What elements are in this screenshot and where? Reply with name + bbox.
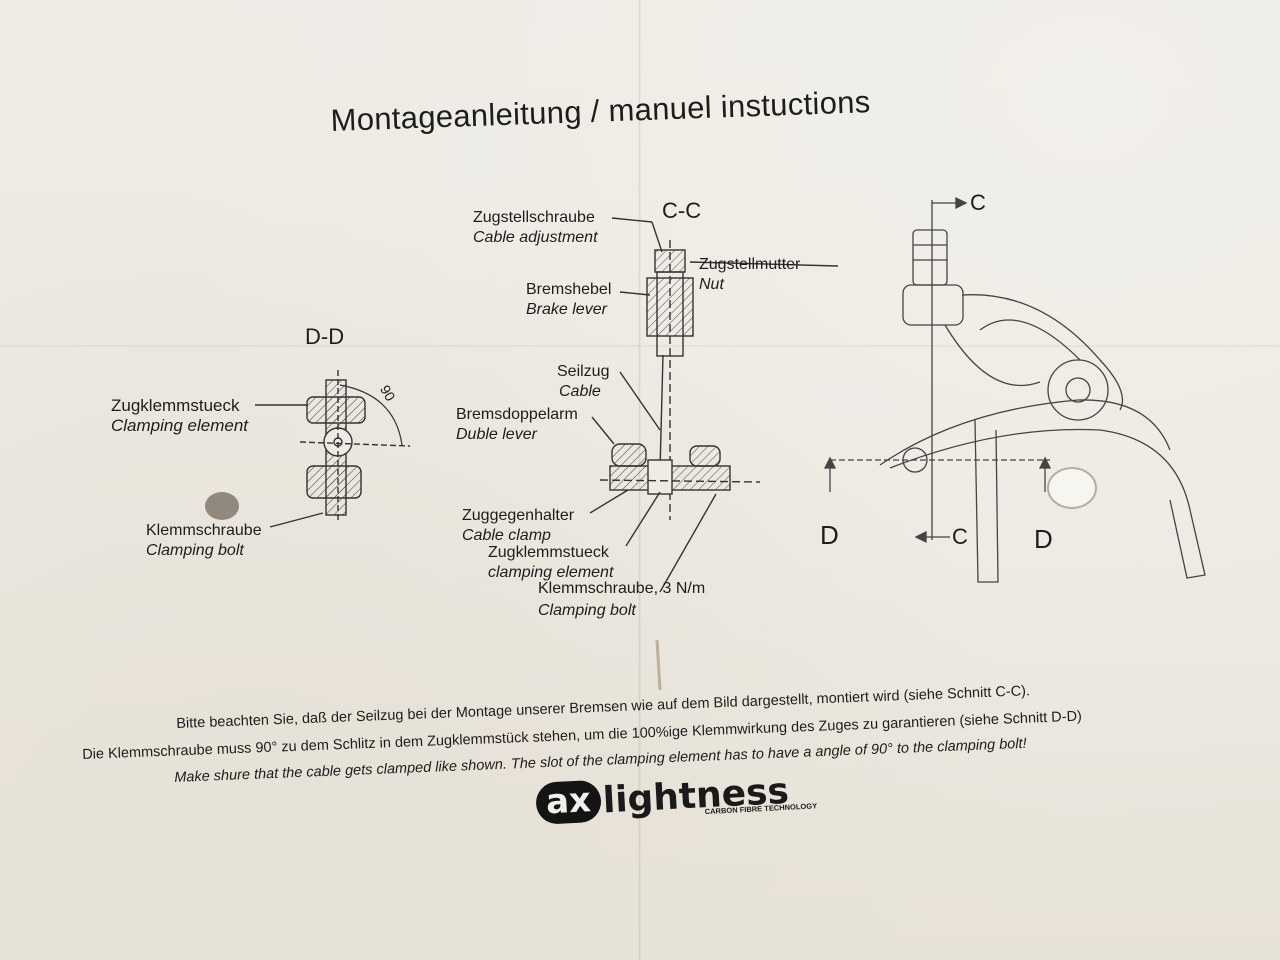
label-en: Nut	[699, 276, 724, 293]
label-klemmschraube-cc: Klemmschraube, 3 N/m Clamping bolt	[538, 579, 705, 621]
label-de: Bremshebel	[526, 281, 612, 298]
label-bremshebel: Bremshebel Brake lever	[526, 280, 611, 320]
section-marker-d-left: D	[820, 520, 839, 550]
label-en: Clamping element	[111, 416, 249, 435]
label-de: Zugklemmstueck	[111, 396, 240, 415]
section-label-cc: C-C	[662, 198, 702, 223]
label-de: Zugklemmstueck	[488, 544, 609, 561]
label-de: Zuggegenhalter	[462, 507, 575, 524]
label-en: Clamping bolt	[146, 542, 244, 559]
section-dd-drawing	[255, 370, 411, 528]
label-seilzug: Seilzug Cable	[557, 362, 609, 402]
section-marker-c-top: C	[970, 190, 986, 215]
paper-hole	[1047, 467, 1097, 509]
label-zugstellschraube: Zugstellschraube Cable adjustment	[473, 208, 598, 248]
label-de: Klemmschraube, 3 N/m	[538, 580, 706, 597]
paper-fold-horizontal	[0, 345, 1280, 347]
label-de: Bremsdoppelarm	[456, 406, 578, 423]
label-en: Cable clamp	[462, 527, 551, 544]
label-de: Zugstellmutter	[699, 256, 801, 273]
label-en: clamping element	[488, 564, 614, 581]
label-zuggegenhalter: Zuggegenhalter Cable clamp	[462, 506, 574, 546]
paper-hole	[205, 492, 239, 520]
label-de: Seilzug	[557, 363, 610, 380]
label-de: Zugstellschraube	[473, 209, 595, 226]
section-marker-c-bottom: C	[952, 524, 968, 549]
label-en: Duble lever	[456, 426, 537, 443]
brake-side-view	[823, 196, 1206, 583]
label-de: Klemmschraube	[146, 522, 262, 539]
label-bremsdoppelarm: Bremsdoppelarm Duble lever	[456, 405, 578, 445]
label-en: Clamping bolt	[538, 602, 636, 619]
paper-stain	[655, 639, 662, 691]
section-marker-d-right: D	[1034, 524, 1053, 554]
section-label-dd: D-D	[305, 324, 345, 349]
label-en: Brake lever	[526, 301, 607, 318]
label-en: Cable	[559, 383, 601, 400]
label-klemmschraube-dd: Klemmschraube Clamping bolt	[146, 521, 262, 561]
label-zugklemmstueck-cc: Zugklemmstueck clamping element	[488, 543, 613, 583]
label-zugklemmstueck-dd: Zugklemmstueck Clamping element	[111, 396, 248, 436]
logo-mark: ax	[535, 779, 602, 825]
section-cc-drawing	[589, 217, 839, 593]
label-zugstellmutter: Zugstellmutter Nut	[699, 255, 800, 295]
label-en: Cable adjustment	[473, 229, 598, 246]
